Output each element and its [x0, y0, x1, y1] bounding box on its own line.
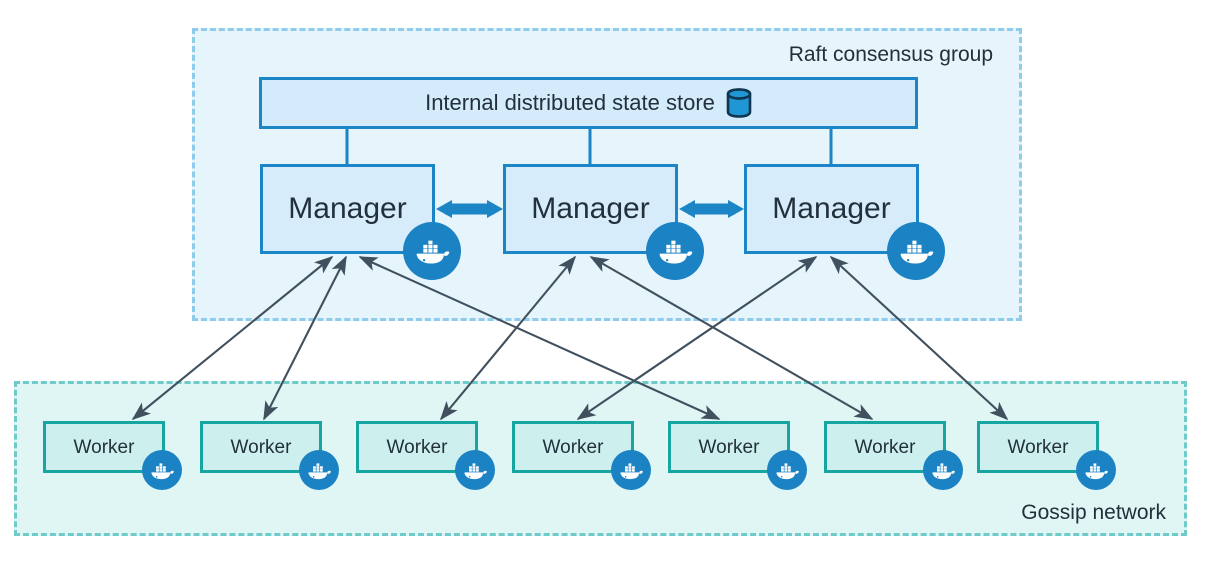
- docker-whale-icon: [646, 222, 704, 280]
- manager-node-2[interactable]: Manager: [503, 164, 704, 280]
- internal-state-store-node[interactable]: Internal distributed state store: [259, 77, 918, 129]
- worker-node-7[interactable]: Worker: [977, 421, 1116, 490]
- docker-whale-icon: [142, 450, 182, 490]
- gossip-network-group-label: Gossip network: [1021, 501, 1166, 524]
- worker-node-3[interactable]: Worker: [356, 421, 495, 490]
- manager-node-1[interactable]: Manager: [260, 164, 461, 280]
- docker-whale-icon: [767, 450, 807, 490]
- docker-whale-icon: [455, 450, 495, 490]
- worker-node-1[interactable]: Worker: [43, 421, 182, 490]
- worker-node-6[interactable]: Worker: [824, 421, 963, 490]
- docker-whale-icon: [887, 222, 945, 280]
- docker-whale-icon: [611, 450, 651, 490]
- worker-node-5[interactable]: Worker: [668, 421, 807, 490]
- manager-node-1-label: Manager: [288, 192, 407, 225]
- worker-node-4-label: Worker: [542, 436, 604, 458]
- worker-node-1-label: Worker: [73, 436, 135, 458]
- docker-whale-icon: [923, 450, 963, 490]
- worker-node-2-label: Worker: [230, 436, 292, 458]
- worker-node-7-label: Worker: [1007, 436, 1069, 458]
- docker-whale-icon: [1076, 450, 1116, 490]
- docker-whale-icon: [403, 222, 461, 280]
- docker-whale-icon: [299, 450, 339, 490]
- database-cylinder-icon: [726, 88, 752, 118]
- manager-node-3-label: Manager: [772, 192, 891, 225]
- worker-node-3-label: Worker: [386, 436, 448, 458]
- manager-node-2-label: Manager: [531, 192, 650, 225]
- manager-node-3[interactable]: Manager: [744, 164, 945, 280]
- worker-node-5-label: Worker: [698, 436, 760, 458]
- worker-node-4[interactable]: Worker: [512, 421, 651, 490]
- worker-node-6-label: Worker: [854, 436, 916, 458]
- internal-state-store-label: Internal distributed state store: [425, 90, 715, 115]
- raft-consensus-group-label: Raft consensus group: [788, 43, 993, 66]
- worker-node-2[interactable]: Worker: [200, 421, 339, 490]
